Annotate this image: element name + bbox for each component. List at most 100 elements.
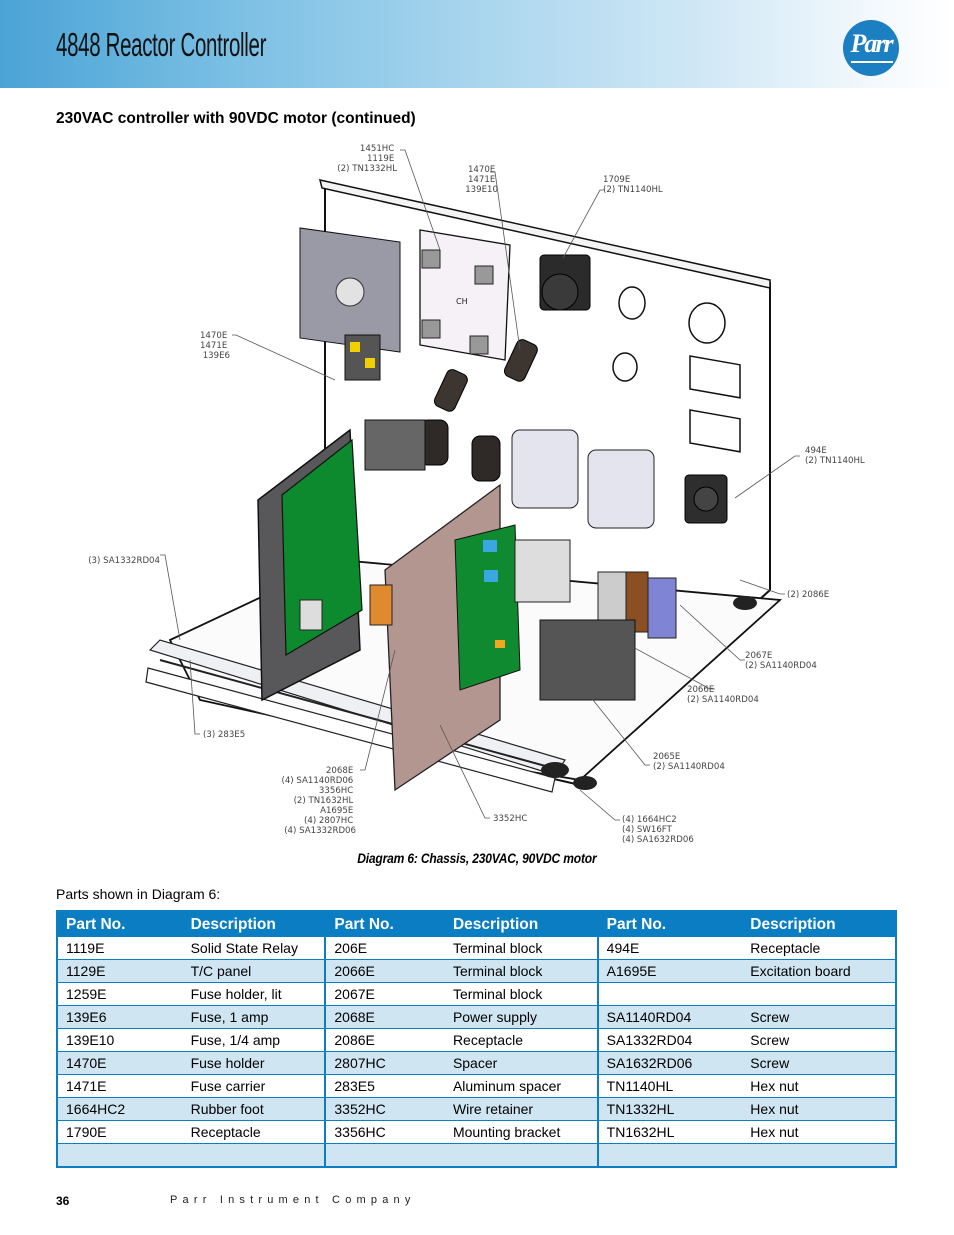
part-number-cell: 1664HC2 xyxy=(57,1097,183,1121)
callout-terminal-2067: 2067E (2) SA1140RD04 xyxy=(745,651,817,671)
description-cell: Solid State Relay xyxy=(182,937,326,960)
description-cell: Mounting bracket xyxy=(444,1120,598,1144)
callout-left-screws: (3) SA1332RD04 xyxy=(88,556,160,566)
description-cell: Fuse, 1 amp xyxy=(182,1005,326,1029)
description-cell: Hex nut xyxy=(742,1120,896,1144)
part-number-cell: 1470E xyxy=(57,1051,183,1075)
header-part-no: Part No. xyxy=(596,911,743,937)
header-band xyxy=(0,0,954,88)
description-cell: Hex nut xyxy=(742,1097,896,1121)
part-number-cell: 283E5 xyxy=(324,1074,445,1098)
header-part-no: Part No. xyxy=(324,911,445,937)
callout-right-receptacle: 494E (2) TN1140HL xyxy=(805,446,865,466)
description-cell: Terminal block xyxy=(444,937,598,960)
callout-power-supply: 2068E (4) SA1140RD06 3356HC (2) TN1632HL… xyxy=(281,766,356,836)
callout-spacers: (3) 283E5 xyxy=(203,730,245,740)
header-description: Description xyxy=(182,911,326,937)
description-cell: Receptacle xyxy=(444,1028,598,1052)
feet xyxy=(541,596,757,790)
parr-logo: Parr xyxy=(843,20,899,76)
part-number-cell: 206E xyxy=(324,937,445,960)
chassis-diagram: CH xyxy=(88,144,865,845)
callout-top-fuse: 1470E 1471E 139E10 xyxy=(465,165,498,195)
callout-top-relay: 1451HC 1119E (2) TN1332HL xyxy=(337,144,397,174)
parts-table: Part No. Description Part No. Descriptio… xyxy=(56,910,897,1168)
part-number-cell xyxy=(57,1143,183,1168)
terminal-connector-yellow xyxy=(344,334,381,381)
description-cell: Power supply xyxy=(444,1005,598,1029)
part-number-cell: 139E10 xyxy=(57,1028,183,1052)
callout-top-connector: 1709E (2) TN1140HL xyxy=(603,175,663,195)
part-number-cell: 2068E xyxy=(324,1005,445,1029)
transformer xyxy=(364,419,426,471)
description-cell: Screw xyxy=(742,1005,896,1029)
circular-connector xyxy=(539,254,591,311)
callouts: 1451HC 1119E (2) TN1332HL 1470E 1471E 13… xyxy=(88,144,865,845)
part-number-cell: 1790E xyxy=(57,1120,183,1144)
part-number-cell: 2067E xyxy=(324,982,445,1006)
fuse-holders xyxy=(419,339,538,482)
description-cell: Rubber foot xyxy=(182,1097,326,1121)
part-number-cell: SA1140RD04 xyxy=(596,1005,743,1029)
parts-label: Parts shown in Diagram 6: xyxy=(56,886,221,902)
callout-left-fuse: 1470E 1471E 139E6 xyxy=(200,331,230,361)
logo-underline xyxy=(851,61,893,63)
part-number-cell xyxy=(324,1143,445,1168)
part-number-cell: 1471E xyxy=(57,1074,183,1098)
logo-text: Parr xyxy=(850,29,893,58)
description-cell: Terminal block xyxy=(444,959,598,983)
footer-company: Parr Instrument Company xyxy=(170,1194,416,1206)
part-number-cell: 1129E xyxy=(57,959,183,983)
description-cell: T/C panel xyxy=(182,959,326,983)
page-number: 36 xyxy=(56,1194,70,1208)
description-cell: Fuse carrier xyxy=(182,1074,326,1098)
header-description: Description xyxy=(742,911,896,937)
header-description: Description xyxy=(444,911,598,937)
section-heading: 230VAC controller with 90VDC motor (cont… xyxy=(56,110,416,127)
terminal-blocks xyxy=(514,539,677,701)
description-cell xyxy=(742,1143,896,1168)
part-number-cell: TN1632HL xyxy=(596,1120,743,1144)
part-number-cell: 1119E xyxy=(57,937,183,960)
relay-label: CH xyxy=(456,297,468,306)
description-cell: Spacer xyxy=(444,1051,598,1075)
part-number-cell: 494E xyxy=(596,937,743,960)
heat-sink xyxy=(299,227,401,353)
description-cell: Terminal block xyxy=(444,982,598,1006)
part-number-cell: TN1140HL xyxy=(596,1074,743,1098)
part-number-cell: 2086E xyxy=(324,1028,445,1052)
panel-cutouts xyxy=(612,286,741,453)
part-number-cell: TN1332HL xyxy=(596,1097,743,1121)
description-cell: Receptacle xyxy=(182,1120,326,1144)
callout-terminal-2066: 2066E (2) SA1140RD04 xyxy=(687,685,759,705)
table-row xyxy=(57,1143,896,1168)
part-number-cell: 2066E xyxy=(324,959,445,983)
callout-terminal-2065: 2065E (2) SA1140RD04 xyxy=(653,752,725,772)
header-part-no: Part No. xyxy=(57,911,183,937)
description-cell: Fuse holder xyxy=(182,1051,326,1075)
power-supply-board xyxy=(369,483,521,792)
diagram-caption: Diagram 6: Chassis, 230VAC, 90VDC motor xyxy=(357,850,597,866)
part-number-cell: A1695E xyxy=(596,959,743,983)
part-number-cell: 3356HC xyxy=(324,1120,445,1144)
description-cell: Screw xyxy=(742,1028,896,1052)
page-title: 4848 Reactor Controller xyxy=(56,26,267,63)
description-cell: Receptacle xyxy=(742,937,896,960)
part-number-cell xyxy=(596,1143,743,1168)
callout-feet: (4) 1664HC2 (4) SW16FT (4) SA1632RD06 xyxy=(622,815,694,845)
parts-table-header: Part No. Description Part No. Descriptio… xyxy=(57,911,896,937)
description-cell: Hex nut xyxy=(742,1074,896,1098)
description-cell: Excitation board xyxy=(742,959,896,983)
part-number-cell xyxy=(596,982,743,1006)
callout-wire-retainer: 3352HC xyxy=(493,814,527,824)
description-cell: Screw xyxy=(742,1051,896,1075)
part-number-cell: SA1632RD06 xyxy=(596,1051,743,1075)
part-number-cell: 1259E xyxy=(57,982,183,1006)
